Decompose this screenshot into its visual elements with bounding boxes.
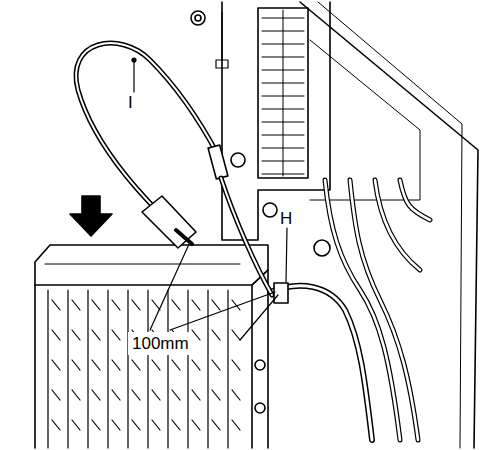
fin-slot: [172, 360, 180, 370]
fin-slot: [192, 420, 200, 430]
fin-slot: [112, 300, 120, 310]
fin: [67, 290, 68, 448]
cable: [216, 12, 228, 68]
fin-slot: [132, 420, 140, 430]
heater-cable: [270, 286, 372, 440]
fin-slot: [232, 420, 240, 430]
fin-slot: [52, 420, 60, 430]
fin-slot: [92, 420, 100, 430]
bolt: [191, 11, 205, 25]
connector: [142, 196, 196, 248]
fin-slot: [132, 360, 140, 370]
fin-slot: [232, 360, 240, 370]
fin-slot: [172, 300, 180, 310]
cable-loop: [221, 178, 272, 295]
fin: [87, 290, 88, 448]
fin-slot: [212, 360, 220, 370]
bolt: [231, 153, 245, 167]
heater-cable: [270, 286, 372, 440]
fuse: [283, 10, 284, 176]
fin: [167, 290, 168, 448]
wire-harness: [375, 180, 420, 270]
fin-slot: [72, 390, 80, 400]
fin-slot: [112, 330, 120, 340]
direction-arrow: [70, 196, 112, 236]
cable-loop: [221, 178, 272, 295]
wire-harness: [325, 180, 400, 440]
fin-slot: [152, 420, 160, 430]
callout-letter: H: [280, 210, 292, 227]
fin-slot: [152, 360, 160, 370]
fin-slot: [72, 360, 80, 370]
fin-slot: [72, 300, 80, 310]
dimension-line: [150, 242, 278, 340]
fin-slot: [72, 420, 80, 430]
relay-panel: [310, 40, 420, 200]
fin-slot: [132, 390, 140, 400]
fin-slot: [192, 300, 200, 310]
bolt: [263, 203, 277, 217]
fin-slot: [212, 300, 220, 310]
fin-slot: [112, 360, 120, 370]
cable-sleeve: [208, 145, 228, 179]
fin-slot: [52, 330, 60, 340]
fin-slot: [232, 330, 240, 340]
fin-slot: [152, 390, 160, 400]
leader-line: [286, 228, 287, 282]
fin-slot: [132, 300, 140, 310]
fin: [127, 290, 128, 448]
fin-slot: [232, 390, 240, 400]
screw: [255, 403, 265, 413]
housing-edge: [318, 2, 462, 448]
wire-harness: [400, 180, 430, 220]
cable-tie: [274, 283, 288, 303]
fin-slot: [172, 390, 180, 400]
screw: [255, 360, 265, 370]
fin: [107, 290, 108, 448]
fuse-row: [262, 10, 304, 176]
callout-letter: I: [128, 94, 133, 111]
fin: [147, 290, 148, 448]
leader-dot: [132, 58, 136, 62]
fin: [47, 290, 48, 448]
fuse-box: [222, 2, 330, 240]
leader-line: [133, 62, 134, 92]
dimension-label: 100mm: [128, 332, 193, 355]
fin-slot: [112, 390, 120, 400]
heater-fins: [48, 290, 240, 448]
bolt: [314, 240, 330, 256]
bolt: [195, 15, 201, 21]
fin-slot: [212, 390, 220, 400]
fin-slot: [152, 300, 160, 310]
fin-slot: [192, 390, 200, 400]
fin: [227, 290, 228, 448]
heater-body: [35, 270, 268, 448]
fin: [187, 290, 188, 448]
fin-slot: [92, 360, 100, 370]
fin-slot: [92, 300, 100, 310]
fin-slot: [92, 330, 100, 340]
fin: [207, 290, 208, 448]
fin-slot: [192, 330, 200, 340]
fin-slot: [52, 360, 60, 370]
wire-harness: [375, 180, 420, 270]
fin-slot: [52, 390, 60, 400]
wire-harness: [325, 180, 400, 440]
fin-slot: [112, 420, 120, 430]
fin-slot: [92, 390, 100, 400]
heater-top: [35, 245, 268, 285]
fin-slot: [52, 300, 60, 310]
fin-slot: [212, 420, 220, 430]
fin-slot: [212, 330, 220, 340]
fin-slot: [72, 330, 80, 340]
heater-edge: [45, 264, 240, 265]
housing-edge: [300, 2, 478, 448]
fin-slot: [172, 420, 180, 430]
fuse-block: [258, 8, 308, 178]
fin-slot: [192, 360, 200, 370]
wire-harness: [400, 180, 430, 220]
